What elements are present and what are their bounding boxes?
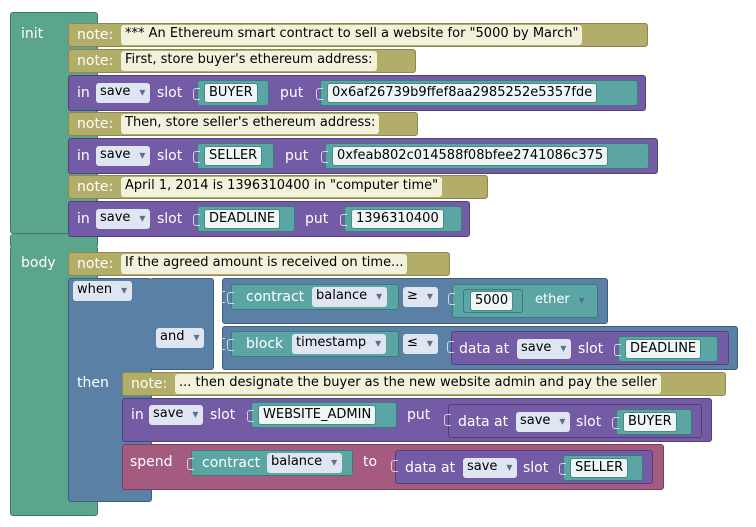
slot-name-field[interactable]: DEADLINE	[204, 209, 281, 229]
slot-label: slot	[157, 85, 183, 101]
put-label: put	[280, 85, 304, 101]
slot-connector	[247, 410, 254, 422]
note-text[interactable]: April 1, 2014 is 1396310400 in "computer…	[121, 177, 443, 197]
data-at-connector	[444, 414, 451, 426]
note-label: note:	[77, 256, 114, 272]
slot-connector	[614, 344, 621, 356]
put-label: put	[285, 148, 309, 164]
value-field[interactable]: 1396310400	[351, 209, 444, 229]
note-label: note:	[77, 53, 114, 69]
property-dropdown[interactable]: balance	[312, 287, 388, 307]
note-text[interactable]: *** An Ethereum smart contract to sell a…	[121, 25, 583, 45]
store-dropdown[interactable]: save	[96, 146, 151, 166]
note-label: note:	[77, 27, 114, 43]
store-dropdown[interactable]: save	[517, 339, 572, 359]
unit-dropdown[interactable]: ether	[531, 291, 590, 311]
compare-connector	[218, 291, 225, 303]
data-at-label: data at	[405, 460, 456, 476]
note-text[interactable]: Then, store seller's ethereum address:	[121, 114, 380, 134]
data-at-label: data at	[459, 341, 510, 357]
slot-name-field[interactable]: BUYER	[204, 83, 258, 103]
contract-connector	[227, 292, 234, 304]
init-label: init	[21, 26, 44, 42]
compare-op-dropdown[interactable]: ≤	[403, 334, 438, 354]
amount-connector	[448, 293, 455, 305]
slot-connector	[193, 214, 200, 226]
slot-connector	[612, 417, 619, 429]
when-dropdown[interactable]: when	[73, 281, 133, 301]
value-connector	[340, 214, 347, 226]
block-label: block	[246, 336, 284, 352]
slot-label: slot	[157, 148, 183, 164]
slot-label: slot	[210, 407, 236, 423]
store-dropdown[interactable]: save	[516, 412, 571, 432]
value-field[interactable]: 0xfeab802c014588f08bfee2741086c375	[332, 146, 609, 166]
in-label: in	[77, 148, 90, 164]
slot-connector	[193, 151, 200, 163]
data-at-connector	[447, 341, 454, 353]
note-label: note:	[131, 376, 168, 392]
slot-name-field[interactable]: SELLER	[204, 146, 263, 166]
to-label: to	[363, 454, 378, 470]
block-connector	[227, 339, 234, 351]
note-text[interactable]: First, store buyer's ethereum address:	[121, 51, 377, 71]
contract-label: contract	[202, 455, 261, 471]
note-text[interactable]: ... then designate the buyer as the new …	[175, 374, 661, 394]
slot-label: slot	[157, 211, 183, 227]
value-field[interactable]: 0x6af26739b9ffef8aa2985252e5357fde	[327, 83, 598, 103]
slot-name-field[interactable]: DEADLINE	[625, 339, 702, 359]
put-label: put	[305, 211, 329, 227]
slot-label: slot	[523, 460, 549, 476]
slot-label: slot	[578, 341, 604, 357]
slot-name-field[interactable]: WEBSITE_ADMIN	[258, 405, 377, 425]
spend-label: spend	[130, 454, 173, 470]
property-dropdown[interactable]: balance	[267, 453, 343, 473]
in-label: in	[77, 85, 90, 101]
compare-connector	[218, 338, 225, 350]
store-dropdown[interactable]: save	[96, 209, 151, 229]
data-at-connector	[391, 460, 398, 472]
amount-field[interactable]: 5000	[470, 291, 514, 311]
store-dropdown[interactable]: save	[463, 458, 518, 478]
compare-op-dropdown[interactable]: ≥	[403, 287, 438, 307]
slot-connector	[559, 463, 566, 475]
data-at-label: data at	[458, 414, 509, 430]
contract-connector	[187, 458, 194, 470]
slot-name-field[interactable]: BUYER	[623, 412, 677, 432]
contract-label: contract	[246, 289, 305, 305]
note-label: note:	[77, 179, 114, 195]
slot-name-field[interactable]: SELLER	[570, 458, 629, 478]
store-dropdown[interactable]: save	[96, 83, 151, 103]
store-dropdown[interactable]: save	[149, 405, 204, 425]
put-label: put	[407, 407, 431, 423]
and-dropdown[interactable]: and	[156, 328, 205, 348]
in-label: in	[131, 407, 144, 423]
slot-label: slot	[576, 414, 602, 430]
slot-connector	[193, 88, 200, 100]
value-connector	[321, 151, 328, 163]
body-label: body	[21, 255, 56, 271]
in-label: in	[77, 211, 90, 227]
property-dropdown[interactable]: timestamp	[292, 334, 387, 354]
value-connector	[316, 88, 323, 100]
note-text[interactable]: If the agreed amount is received on time…	[121, 254, 408, 274]
note-label: note:	[77, 116, 114, 132]
then-label: then	[77, 375, 109, 391]
when-condition-area	[150, 278, 214, 370]
